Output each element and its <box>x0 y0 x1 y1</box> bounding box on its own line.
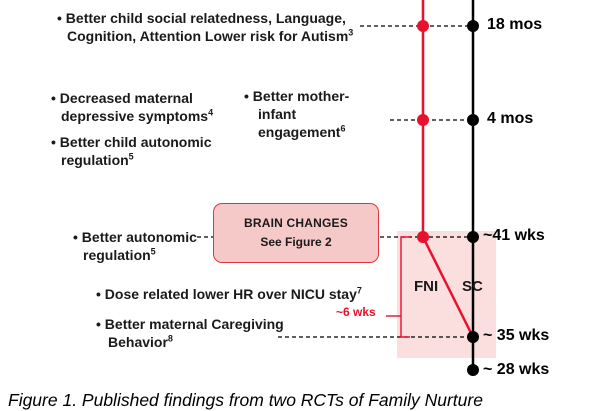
finding-caregiving: • Better maternal Caregiving Behavior8 <box>96 316 284 350</box>
sc-dot-41wks <box>467 231 479 243</box>
brain-changes-subtitle: See Figure 2 <box>260 235 332 249</box>
sc-label: SC <box>462 278 483 295</box>
fni-dot-4mos <box>417 114 429 126</box>
finding-hr-nicu: • Dose related lower HR over NICU stay7 <box>96 285 362 302</box>
fni-timeline-slope <box>421 236 475 338</box>
brain-changes-box: BRAIN CHANGES See Figure 2 <box>213 203 379 263</box>
fni-label: FNI <box>414 278 439 295</box>
tick-35wks: ~ 35 wks <box>483 327 550 344</box>
finding-mother-infant: • Better mother- infant engagement6 <box>244 88 350 140</box>
interval-bracket <box>400 236 410 338</box>
tick-28wks: ~ 28 wks <box>483 361 550 378</box>
fni-dot-41wks <box>417 231 429 243</box>
sc-dot-18mos <box>467 20 479 32</box>
finding-maternal-depressive: • Decreased maternal depressive symptoms… <box>51 90 214 124</box>
sc-dot-35wks <box>467 331 479 343</box>
finding-child-autonomic: • Better child autonomic regulation5 <box>51 134 212 168</box>
tick-4mos: 4 mos <box>487 110 534 127</box>
interval-label: ~6 wks <box>336 305 376 319</box>
tick-41wks: ~41 wks <box>483 227 545 244</box>
brain-changes-title: BRAIN CHANGES <box>244 216 348 230</box>
tick-18mos: 18 mos <box>487 16 543 33</box>
sc-dot-28wks <box>467 364 479 376</box>
figure-caption: Figure 1. Published findings from two RC… <box>8 390 483 410</box>
finding-autonomic: • Better autonomic regulation5 <box>73 229 197 263</box>
sc-dot-4mos <box>467 114 479 126</box>
fni-dot-18mos <box>417 20 429 32</box>
finding-social: • Better child social relatedness, Langu… <box>57 10 354 44</box>
